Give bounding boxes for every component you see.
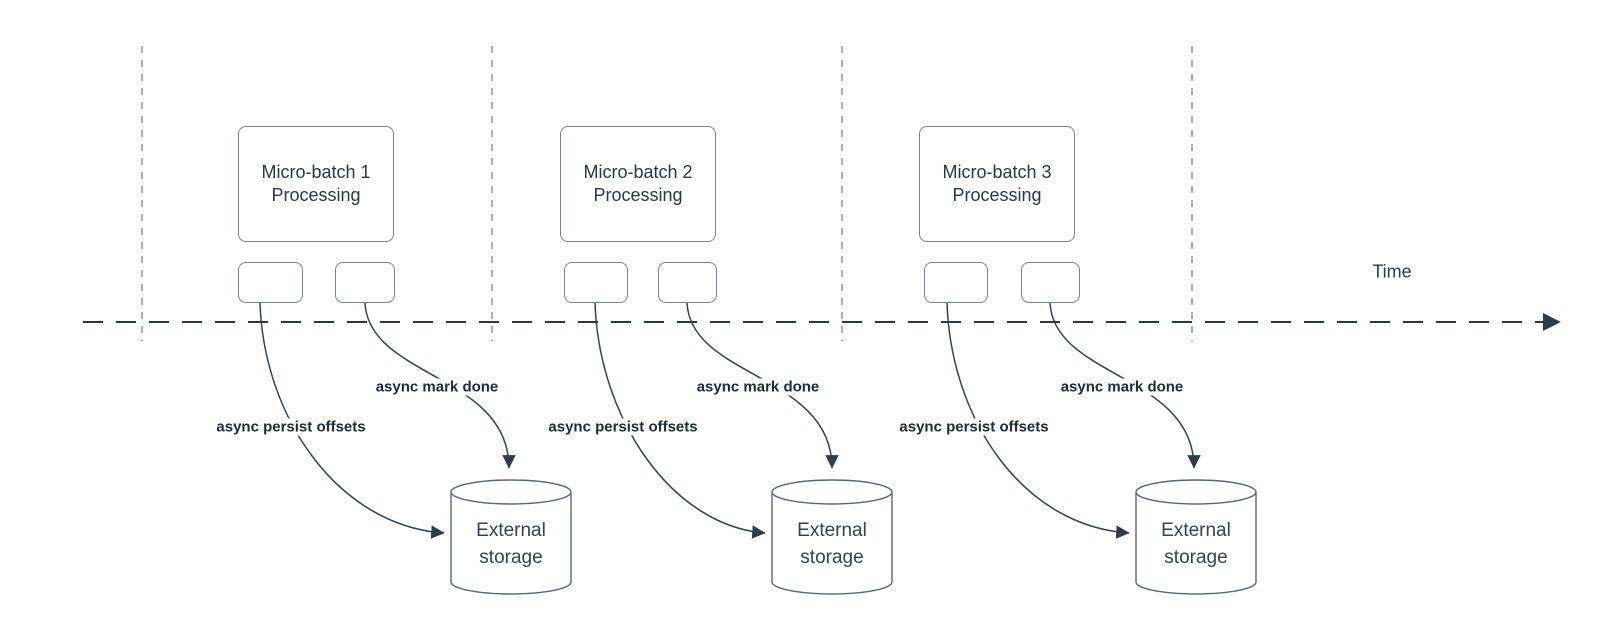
micro-batch-2-processing-box: Micro-batch 2 Processing: [560, 126, 716, 242]
async-persist-offsets-label-1: async persist offsets: [213, 418, 369, 436]
async-mark-done-label-2: async mark done: [693, 378, 823, 396]
micro-batch-3-processing-box: Micro-batch 3 Processing: [919, 126, 1075, 242]
mark-done-task-box-1: [335, 262, 395, 303]
micro-batch-1-processing-box: Micro-batch 1 Processing: [238, 126, 394, 242]
async-mark-done-label-3: async mark done: [1057, 378, 1187, 396]
mark-done-curve-3: [1049, 302, 1201, 469]
external-storage-cylinder-2: [771, 479, 893, 595]
external-storage-label-3: External storage: [1161, 520, 1231, 568]
offset-task-box-1: [238, 262, 303, 303]
external-storage-label-2: External storage: [797, 520, 867, 568]
async-mark-done-label-1: async mark done: [372, 378, 502, 396]
persist-offsets-curve-2: [594, 302, 766, 539]
persist-offsets-curve-3: [946, 302, 1130, 539]
async-persist-offsets-label-2: async persist offsets: [545, 418, 701, 436]
offset-task-box-3: [924, 262, 988, 303]
mark-done-curve-1: [364, 302, 516, 469]
async-persist-offsets-label-3: async persist offsets: [896, 418, 1052, 436]
mark-done-task-box-3: [1021, 262, 1080, 303]
offset-task-box-2: [564, 262, 628, 303]
mark-done-curve-2: [686, 302, 839, 469]
external-storage-cylinder-3: [1135, 479, 1257, 595]
external-storage-label-1: External storage: [476, 520, 546, 568]
mark-done-task-box-2: [658, 262, 717, 303]
persist-offsets-curve-1: [259, 302, 445, 539]
time-axis-label: Time: [1372, 261, 1412, 282]
external-storage-cylinder-1: [450, 479, 572, 595]
